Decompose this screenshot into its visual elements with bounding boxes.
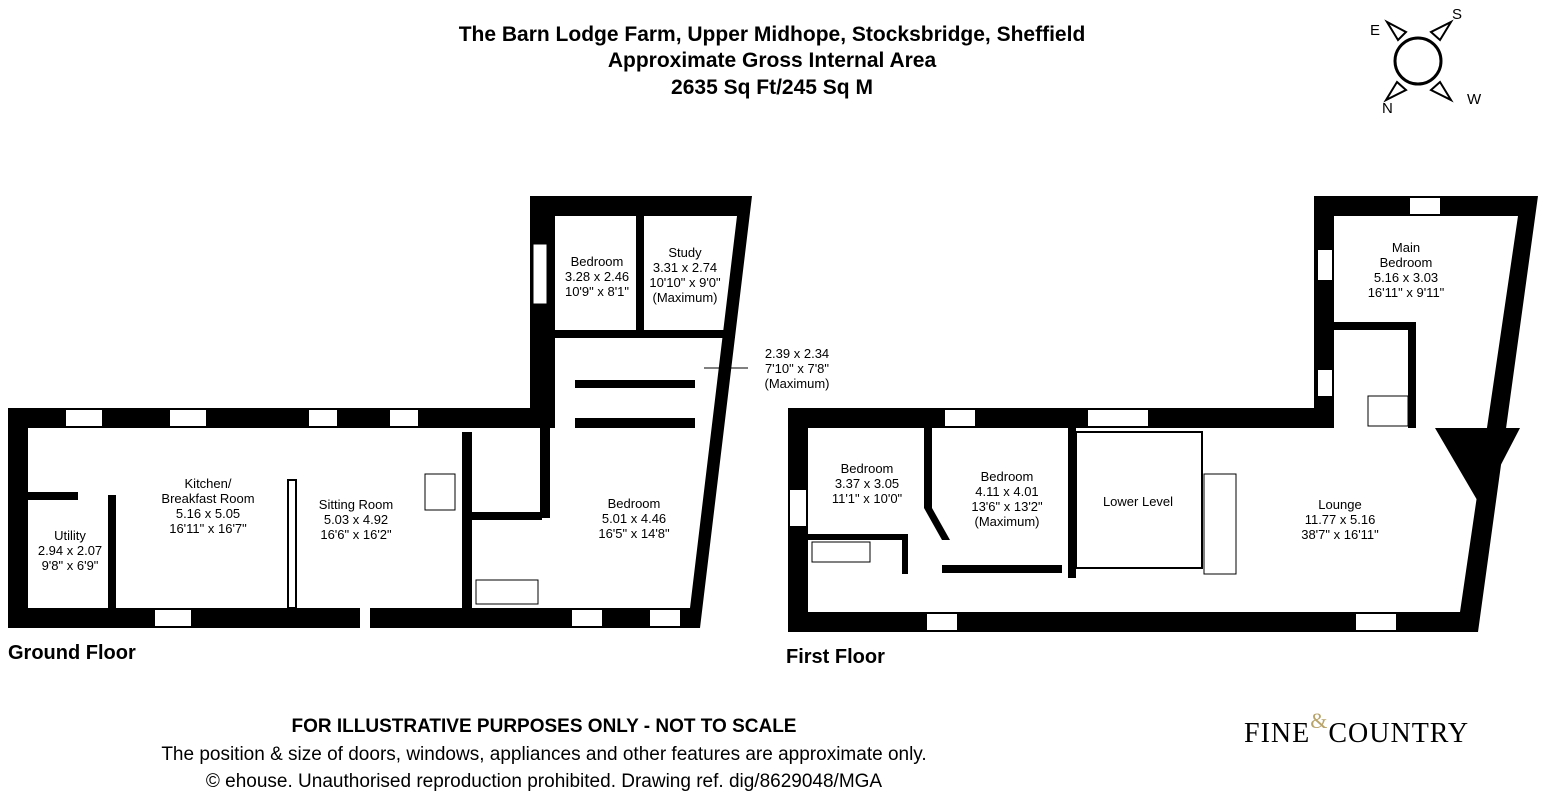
compass-w: W — [1467, 91, 1482, 108]
plan-area: 2635 Sq Ft/245 Sq M — [671, 76, 873, 99]
first-floor-walls — [788, 196, 1538, 632]
first-floor-label: First Floor — [786, 646, 885, 668]
fine-country-logo: FINE&COUNTRY — [1244, 708, 1470, 749]
plan-title: The Barn Lodge Farm, Upper Midhope, Stoc… — [458, 23, 1086, 46]
disclaimer: FOR ILLUSTRATIVE PURPOSES ONLY - NOT TO … — [291, 716, 797, 737]
room-lower-level: Lower Level — [1102, 494, 1174, 509]
compass-e: E — [1370, 22, 1380, 39]
compass-n: N — [1382, 100, 1393, 117]
compass-s: S — [1452, 6, 1462, 23]
ground-floor-walls — [8, 196, 752, 628]
ground-floor-label: Ground Floor — [8, 642, 136, 664]
copyright: © ehouse. Unauthorised reproduction proh… — [205, 771, 883, 792]
disclaimer-note: The position & size of doors, windows, a… — [161, 744, 927, 765]
plan-subtitle: Approximate Gross Internal Area — [607, 49, 937, 72]
compass-icon — [1383, 19, 1454, 103]
